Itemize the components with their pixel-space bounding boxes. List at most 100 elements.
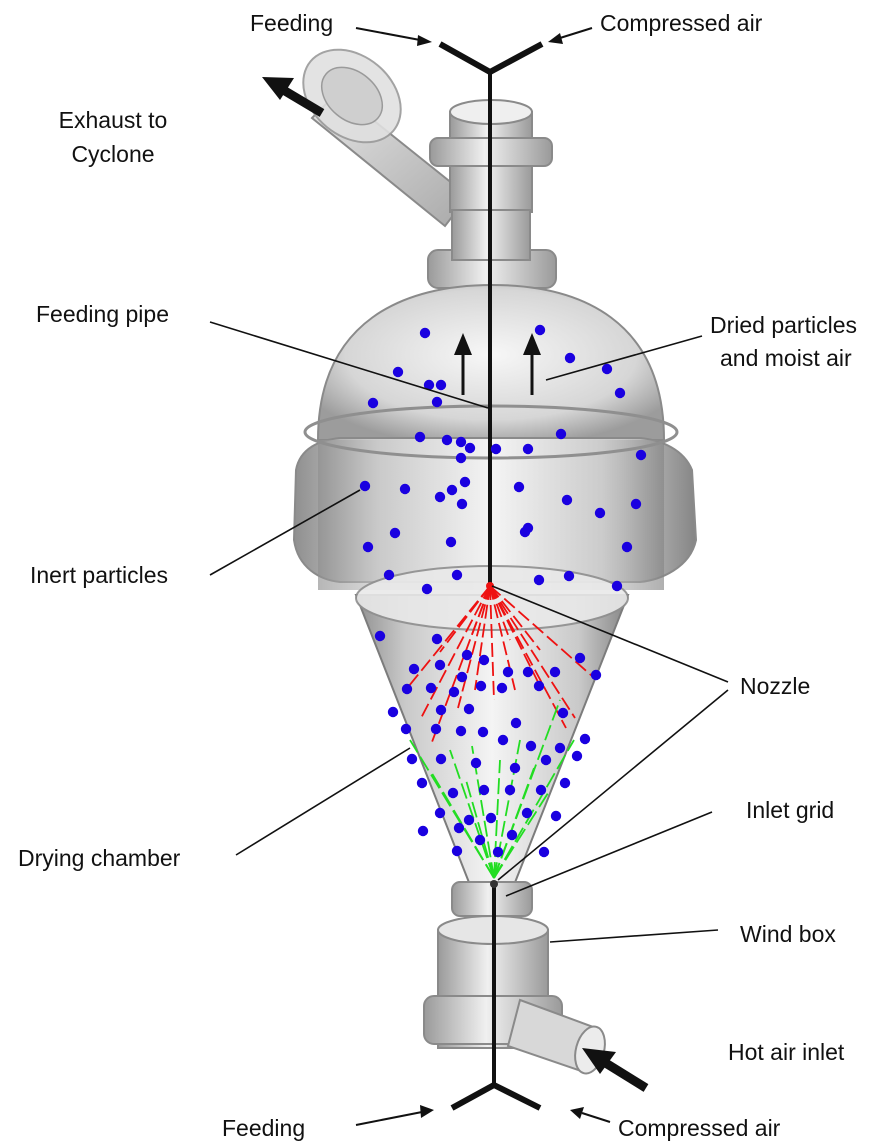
- inert-particle: [631, 499, 641, 509]
- inert-particle: [505, 785, 515, 795]
- label-exhaust-line1: Exhaust to: [59, 107, 168, 133]
- feeding-bottom-pointer: [356, 1105, 434, 1125]
- inert-particle: [464, 815, 474, 825]
- inert-particle: [523, 667, 533, 677]
- inert-particle: [442, 435, 452, 445]
- inert-particle: [460, 477, 470, 487]
- inert-particle: [498, 735, 508, 745]
- inert-particle: [426, 683, 436, 693]
- inert-particle: [475, 835, 485, 845]
- inert-particle: [575, 653, 585, 663]
- inert-particle: [534, 681, 544, 691]
- inert-particle: [456, 726, 466, 736]
- inert-particle: [449, 687, 459, 697]
- inert-particle: [591, 670, 601, 680]
- inert-particle: [432, 397, 442, 407]
- inert-particle: [431, 724, 441, 734]
- inert-particle: [612, 581, 622, 591]
- feeding-top-pointer: [356, 28, 432, 46]
- inert-particle: [384, 570, 394, 580]
- inert-particle: [436, 705, 446, 715]
- inert-particle: [541, 755, 551, 765]
- inert-particle: [595, 508, 605, 518]
- label-dried-particles-line2: and moist air: [720, 345, 852, 371]
- label-drying-chamber: Drying chamber: [18, 845, 181, 871]
- inert-particle: [409, 664, 419, 674]
- inert-particle: [457, 672, 467, 682]
- inert-particle: [636, 450, 646, 460]
- inert-particle: [550, 667, 560, 677]
- inert-particle: [420, 328, 430, 338]
- inert-particle: [565, 353, 575, 363]
- inert-particle: [510, 763, 520, 773]
- inert-particle: [415, 432, 425, 442]
- inert-particle: [479, 655, 489, 665]
- inert-particle: [507, 830, 517, 840]
- compressed-air-top-pointer: [548, 28, 592, 44]
- inert-particle: [452, 846, 462, 856]
- inert-particle: [436, 754, 446, 764]
- exhaust-pipe: [285, 31, 468, 226]
- inert-particle: [534, 575, 544, 585]
- inert-particle: [418, 826, 428, 836]
- inert-particle: [417, 778, 427, 788]
- inert-particle: [432, 634, 442, 644]
- label-inert-particles: Inert particles: [30, 562, 168, 588]
- inert-particle: [535, 325, 545, 335]
- inert-particle: [564, 571, 574, 581]
- inert-particle: [452, 570, 462, 580]
- inert-particle: [622, 542, 632, 552]
- inert-particle: [393, 367, 403, 377]
- inert-particle: [503, 667, 513, 677]
- inert-particle: [390, 528, 400, 538]
- label-hot-air-inlet: Hot air inlet: [728, 1039, 845, 1065]
- inert-particle: [401, 724, 411, 734]
- inert-particle: [407, 754, 417, 764]
- inert-particle: [368, 398, 378, 408]
- label-feeding-pipe: Feeding pipe: [36, 301, 169, 327]
- inert-particle: [580, 734, 590, 744]
- top-feed-junction: [440, 44, 542, 72]
- inert-particle: [478, 727, 488, 737]
- label-compressed-air-top: Compressed air: [600, 10, 763, 36]
- inert-particle: [560, 778, 570, 788]
- inert-particle: [514, 482, 524, 492]
- leader-drying-chamber: [236, 748, 410, 855]
- inlet-grid-point: [490, 880, 498, 888]
- inert-particle: [388, 707, 398, 717]
- inert-particle: [520, 527, 530, 537]
- inert-particle: [602, 364, 612, 374]
- inert-particle: [476, 681, 486, 691]
- inert-particle: [464, 704, 474, 714]
- inert-particle: [551, 811, 561, 821]
- inert-particle: [471, 758, 481, 768]
- inert-particle: [375, 631, 385, 641]
- label-exhaust-line2: Cyclone: [71, 141, 154, 167]
- inert-particle: [447, 485, 457, 495]
- inert-particle: [448, 788, 458, 798]
- inert-particle: [400, 484, 410, 494]
- inert-particle: [435, 492, 445, 502]
- inert-particle: [435, 660, 445, 670]
- inert-particle: [511, 718, 521, 728]
- inert-particle: [462, 650, 472, 660]
- inert-particle: [539, 847, 549, 857]
- inert-particle: [615, 388, 625, 398]
- label-nozzle: Nozzle: [740, 673, 810, 699]
- inert-particle: [363, 542, 373, 552]
- inert-particle: [436, 380, 446, 390]
- label-wind-box: Wind box: [740, 921, 836, 947]
- inert-particle: [456, 437, 466, 447]
- inert-particle: [360, 481, 370, 491]
- inert-particle: [562, 495, 572, 505]
- label-compressed-air-bottom: Compressed air: [618, 1115, 781, 1141]
- inert-particle: [555, 743, 565, 753]
- label-feeding-bottom: Feeding: [222, 1115, 305, 1141]
- inert-particle: [435, 808, 445, 818]
- inert-particle: [457, 499, 467, 509]
- leader-wind-box: [550, 930, 718, 942]
- inert-particle: [523, 444, 533, 454]
- inert-particle: [572, 751, 582, 761]
- inert-particle: [465, 443, 475, 453]
